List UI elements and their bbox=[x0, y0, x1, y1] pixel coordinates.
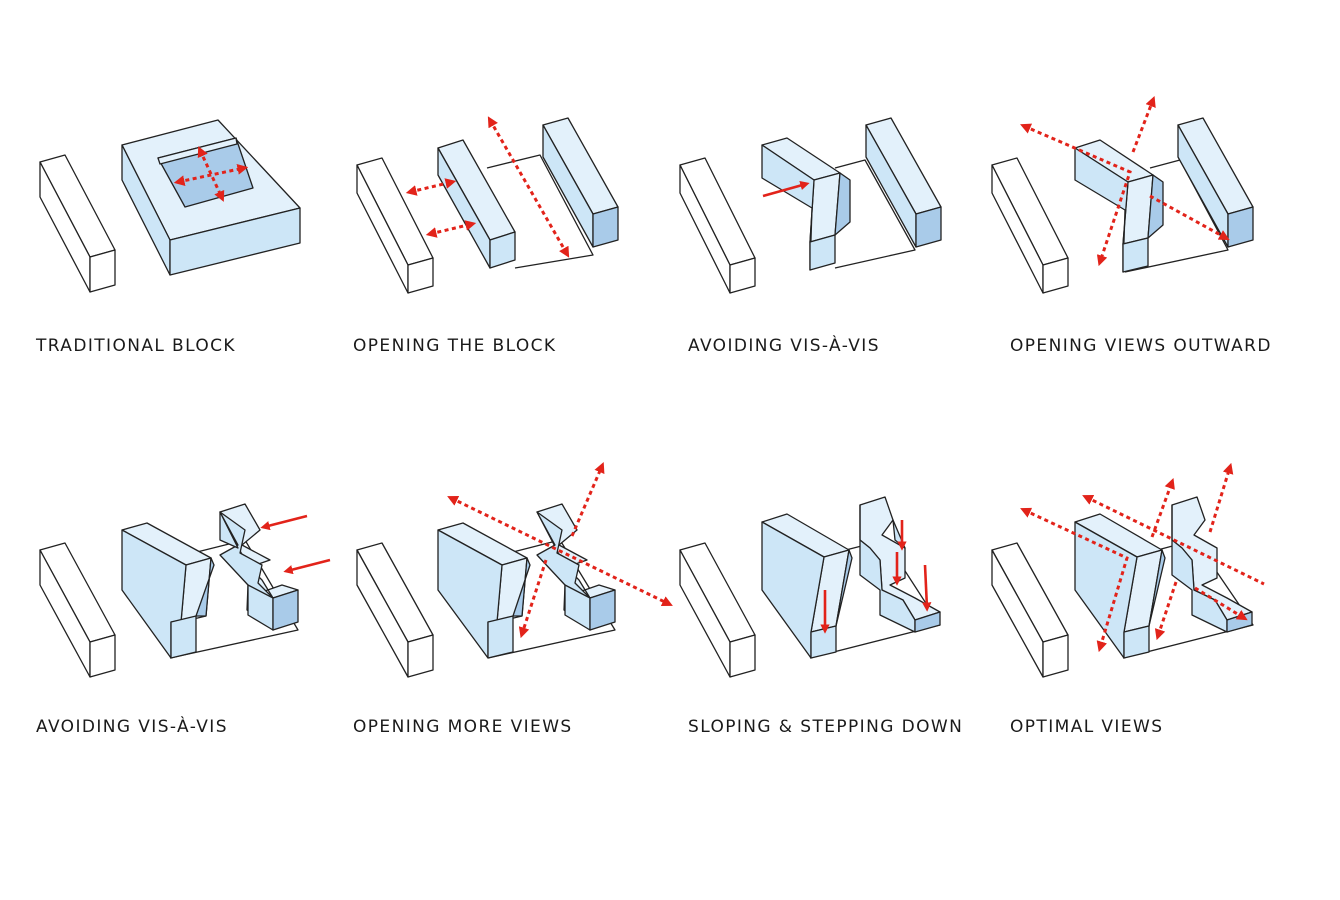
panel-avoiding-vis-a-vis-zigzag bbox=[39, 503, 331, 678]
courtyard-block-building bbox=[121, 119, 301, 276]
slab-building bbox=[679, 542, 756, 678]
caption-optimal-views: OPTIMAL VIEWS bbox=[1010, 717, 1164, 737]
slab-building bbox=[39, 154, 116, 293]
slab-building bbox=[991, 542, 1069, 678]
caption-avoiding-vis-a-vis-2: AVOIDING VIS-À-VIS bbox=[36, 717, 228, 737]
bent-building bbox=[121, 522, 215, 659]
view-arrows bbox=[260, 514, 331, 575]
view-arrows bbox=[1020, 462, 1265, 653]
view-arrows bbox=[1020, 95, 1230, 267]
ground-outline bbox=[169, 539, 299, 659]
view-arrows bbox=[820, 520, 932, 634]
caption-opening-the-block: OPENING THE BLOCK bbox=[353, 336, 557, 356]
sloped-bent-building bbox=[761, 513, 853, 659]
panel-opening-more-views bbox=[356, 462, 673, 678]
stepped-zigzag-building bbox=[859, 496, 941, 633]
zigzag-building bbox=[536, 503, 616, 631]
view-arrows bbox=[173, 146, 249, 202]
panel-opening-views-outward bbox=[991, 95, 1254, 294]
caption-opening-more-views: OPENING MORE VIEWS bbox=[353, 717, 573, 737]
panel-traditional-block bbox=[39, 119, 301, 293]
slab-building bbox=[356, 542, 434, 678]
caption-sloping-stepping-down: SLOPING & STEPPING DOWN bbox=[688, 717, 964, 737]
slab-building bbox=[679, 157, 756, 294]
slab-building bbox=[356, 157, 434, 294]
caption-opening-views-outward: OPENING VIEWS OUTWARD bbox=[1010, 336, 1272, 356]
stepped-zigzag-building bbox=[1171, 496, 1253, 633]
panel-opening-the-block bbox=[356, 116, 619, 294]
view-arrows bbox=[447, 462, 673, 639]
caption-avoiding-vis-a-vis: AVOIDING VIS-À-VIS bbox=[688, 336, 880, 356]
bent-building bbox=[761, 137, 851, 271]
ground-outline bbox=[834, 159, 916, 269]
view-arrows bbox=[405, 116, 570, 258]
zigzag-building bbox=[219, 503, 299, 631]
bar-building-left bbox=[437, 139, 516, 269]
bar-building-right bbox=[865, 117, 942, 248]
slab-building bbox=[991, 157, 1069, 294]
panel-optimal-views bbox=[991, 462, 1265, 678]
bent-building bbox=[437, 522, 531, 659]
bar-building-right bbox=[1177, 117, 1254, 248]
panel-sloping-stepping-down bbox=[679, 496, 941, 678]
view-arrows bbox=[762, 181, 810, 198]
panel-avoiding-vis-a-vis bbox=[679, 117, 942, 294]
caption-traditional-block: TRADITIONAL BLOCK bbox=[36, 336, 236, 356]
slab-building bbox=[39, 542, 116, 678]
